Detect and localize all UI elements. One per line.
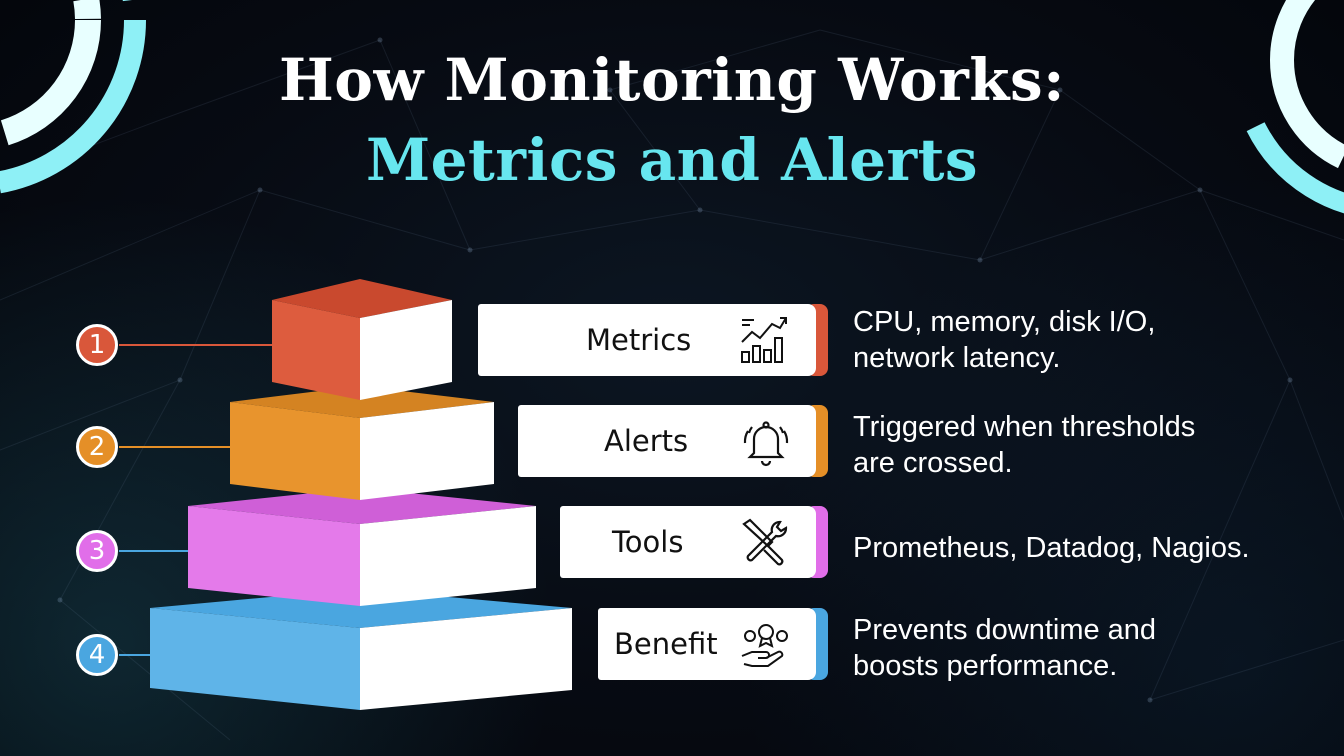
step-number-3: 3 (76, 530, 118, 572)
pyramid-block-3 (188, 488, 536, 606)
pyramid-block-2 (230, 386, 494, 500)
label-metrics: Metrics (586, 323, 692, 357)
label-card-alerts: Alerts (518, 405, 816, 477)
label-alerts: Alerts (604, 424, 689, 458)
hand-coins-award-icon (741, 624, 788, 667)
label-card-tools: Tools (560, 506, 816, 578)
bell-alarm-icon (743, 421, 789, 467)
label-tools: Tools (612, 525, 684, 559)
description-metrics: CPU, memory, disk I/O, network latency. (853, 306, 1156, 374)
label-card-benefit: Benefit (598, 608, 816, 680)
label-card-metrics: Metrics (478, 304, 816, 376)
label-benefit: Benefit (614, 627, 718, 661)
title-line-2: Metrics and Alerts (365, 126, 979, 194)
step-number-1: 1 (76, 324, 118, 366)
pyramid-block-1 (272, 279, 452, 400)
description-benefit: Prevents downtime and boosts performance… (853, 614, 1157, 682)
step-number-4: 4 (76, 634, 118, 676)
title-line-1: How Monitoring Works: (278, 46, 1066, 114)
bar-chart-growth-icon (741, 317, 787, 363)
pyramid-block-4 (150, 589, 572, 710)
description-tools: Prometheus, Datadog, Nagios. (853, 532, 1250, 564)
step-number-2: 2 (76, 426, 118, 468)
description-alerts: Triggered when thresholds are crossed. (853, 411, 1196, 479)
screwdriver-wrench-icon (742, 518, 788, 566)
